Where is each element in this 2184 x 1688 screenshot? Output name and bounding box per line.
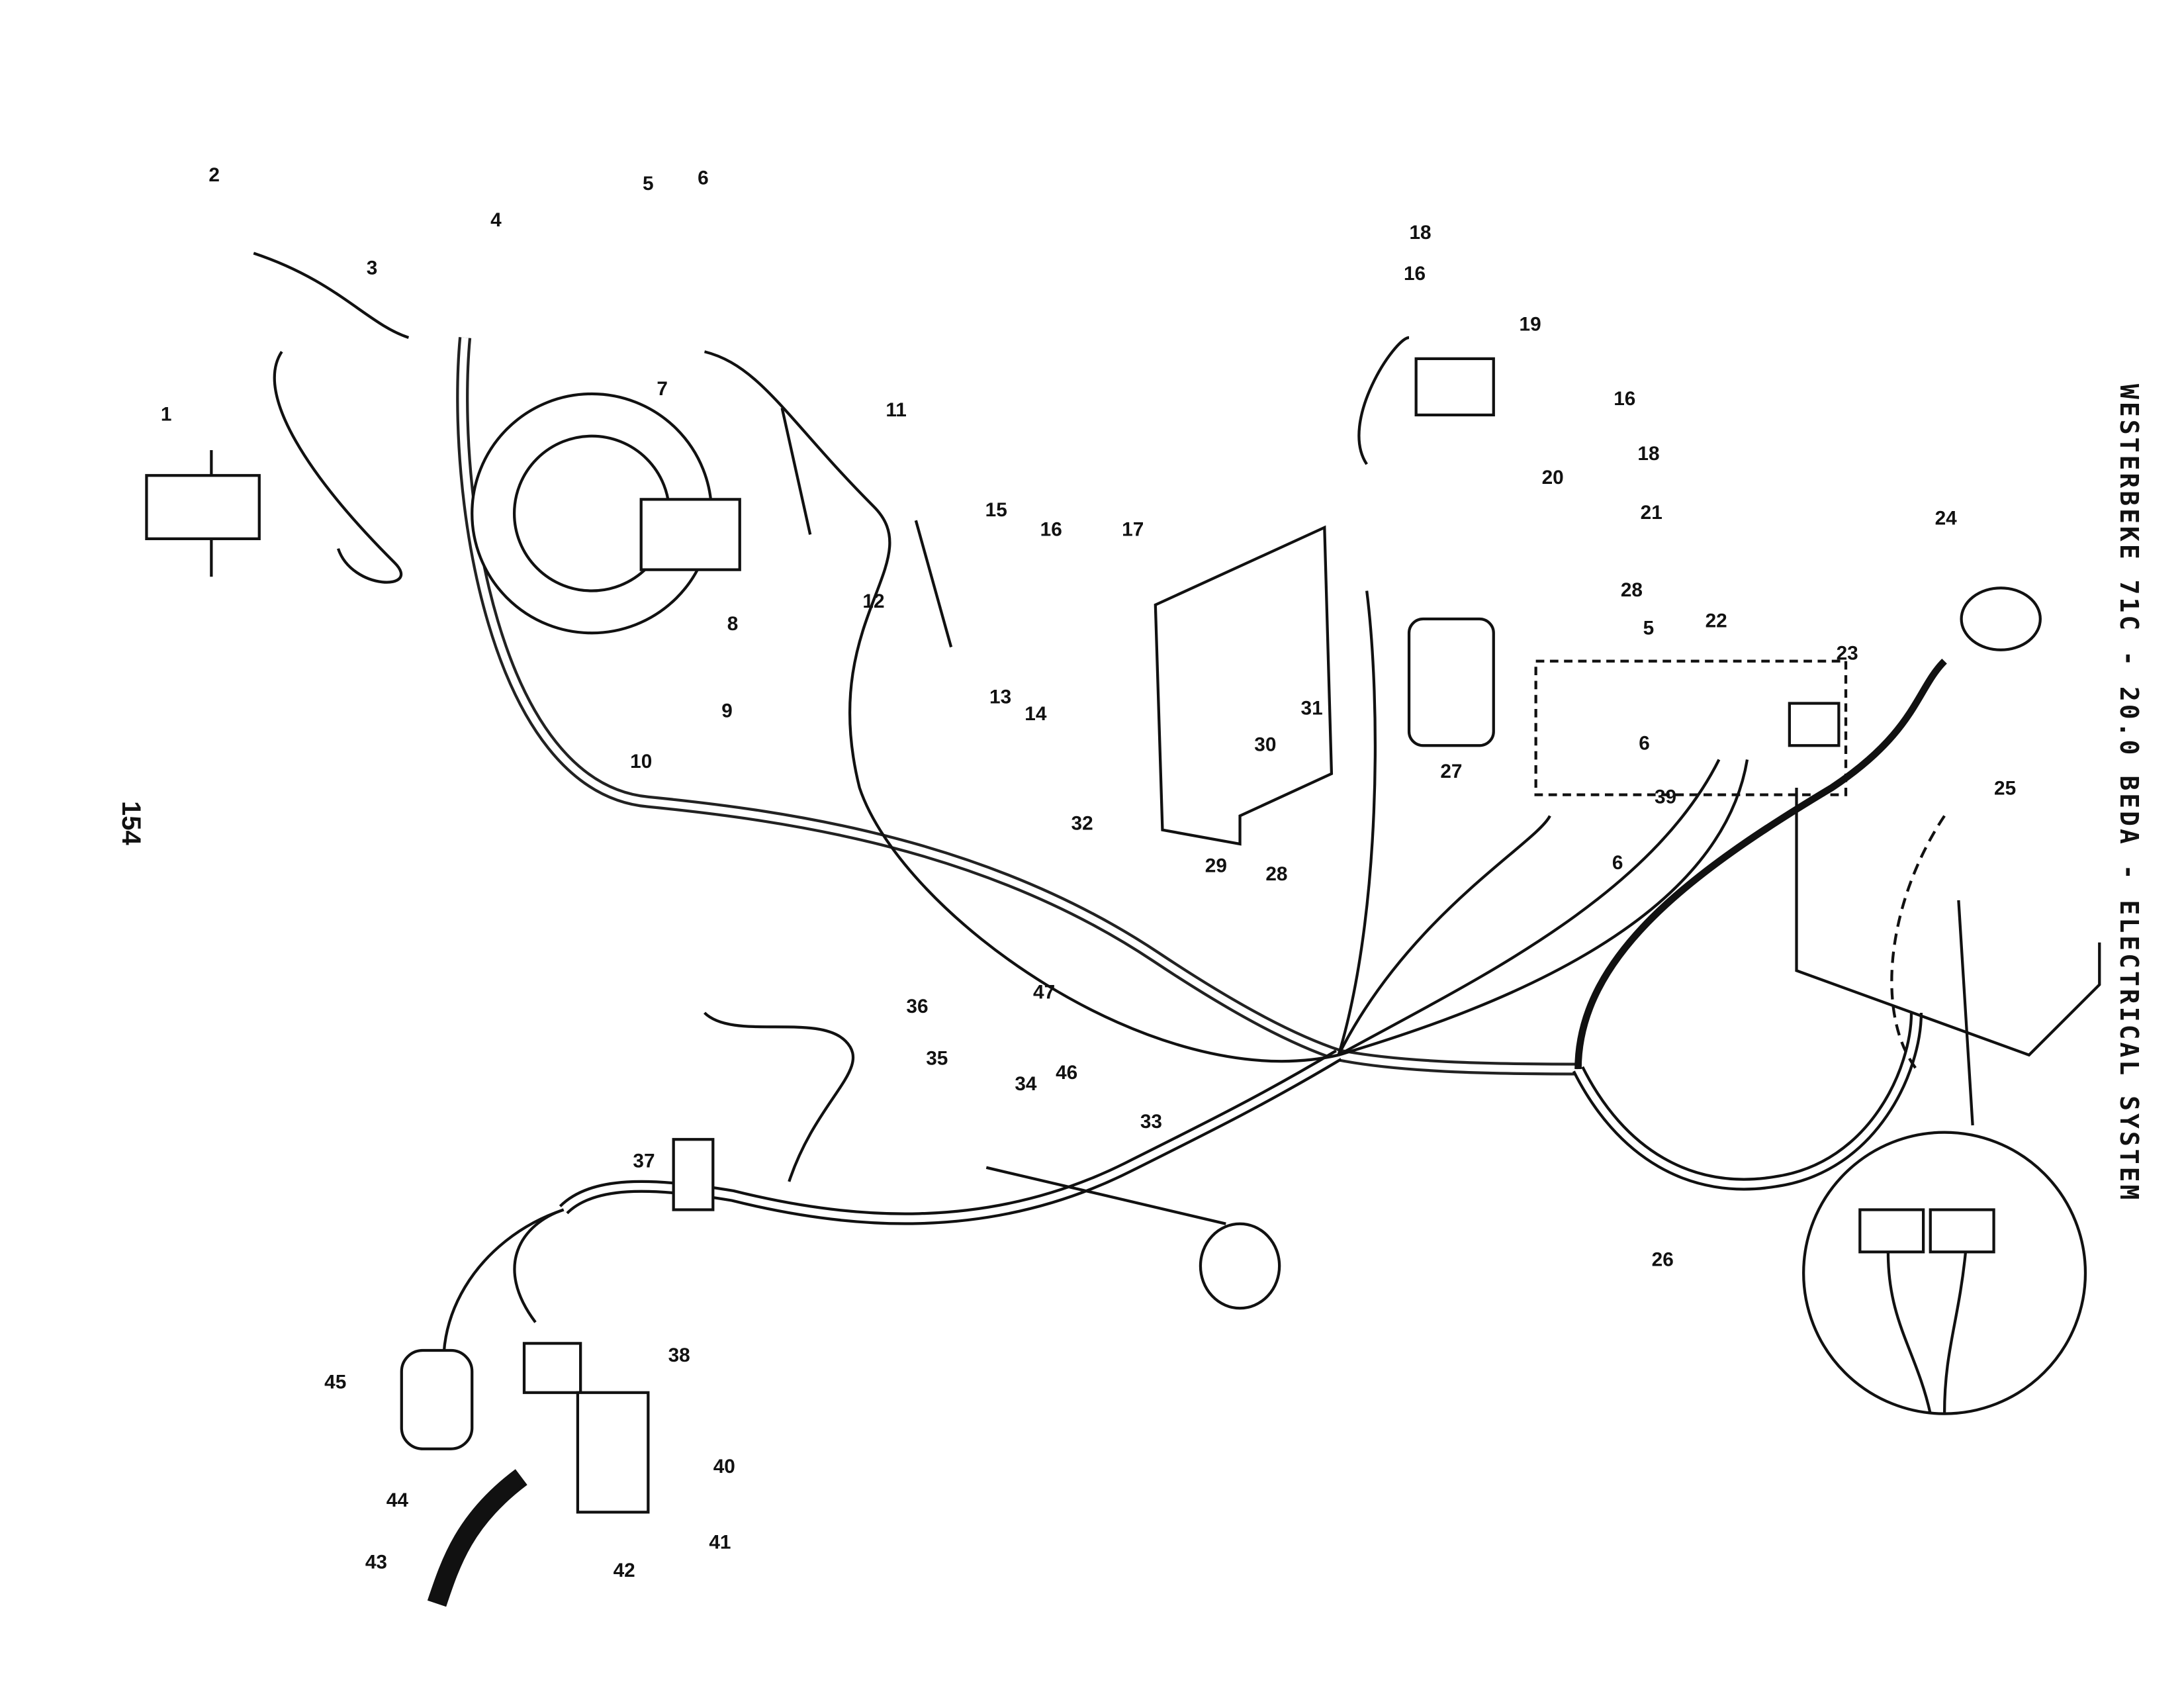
callout-34: 34 (1015, 1073, 1037, 1095)
harness-branch-24 (1574, 658, 1947, 1070)
part-1-sender (145, 474, 261, 540)
callout-5: 5 (1643, 617, 1655, 639)
callout-36: 36 (906, 996, 928, 1017)
callout-32: 32 (1071, 813, 1093, 835)
callout-3: 3 (367, 257, 378, 279)
callout-18: 18 (1409, 222, 1431, 244)
callout-28: 28 (1621, 579, 1643, 601)
callout-21: 21 (1641, 502, 1662, 524)
part-37-sender (672, 1138, 715, 1211)
callout-29: 29 (1205, 855, 1227, 877)
callout-42: 42 (614, 1560, 635, 1581)
callout-2: 2 (208, 164, 220, 186)
part-27-starter-solenoid (1407, 617, 1495, 747)
callout-16: 16 (1040, 519, 1062, 541)
callout-38: 38 (668, 1344, 690, 1366)
part-19-relay (1414, 357, 1495, 416)
callout-1: 1 (161, 403, 172, 425)
callout-37: 37 (633, 1150, 655, 1172)
callout-16: 16 (1614, 388, 1635, 410)
part-33-starter (1199, 1222, 1281, 1310)
callout-11: 11 (886, 399, 906, 421)
callout-31: 31 (1301, 698, 1323, 720)
callout-16: 16 (1404, 263, 1426, 285)
part-45-filter (400, 1348, 474, 1450)
document-title: WESTERBEKE 71C - 20.0 BEDA - ELECTRICAL … (2115, 384, 2144, 1203)
main-wire-harness-inner (459, 337, 1578, 1073)
callout-12: 12 (862, 590, 884, 612)
callout-6: 6 (1639, 733, 1650, 755)
callout-27: 27 (1440, 761, 1462, 782)
callout-30: 30 (1254, 734, 1276, 756)
callout-39: 39 (1655, 786, 1676, 808)
panel-box (1795, 788, 2101, 1057)
callout-5: 5 (643, 173, 654, 195)
callout-19: 19 (1520, 313, 1541, 335)
part-43-hose (427, 1469, 527, 1607)
callout-22: 22 (1706, 610, 1727, 632)
callout-8: 8 (727, 613, 739, 635)
callout-45: 45 (324, 1371, 346, 1393)
callout-7: 7 (657, 378, 668, 400)
part-32-mounting-plate (1154, 525, 1334, 846)
callout-33: 33 (1140, 1111, 1162, 1133)
part-11-glow-plug (780, 407, 812, 535)
callout-25: 25 (1994, 778, 2016, 800)
callout-10: 10 (630, 751, 652, 773)
callout-4: 4 (490, 209, 502, 231)
callout-41: 41 (709, 1532, 731, 1554)
callout-43: 43 (365, 1551, 387, 1573)
callout-6: 6 (698, 167, 709, 189)
part-24-connector (1960, 586, 2042, 651)
callout-40: 40 (713, 1456, 735, 1477)
page-number: 154 (116, 801, 146, 845)
callout-46: 46 (1056, 1062, 1077, 1084)
callout-35: 35 (926, 1048, 948, 1070)
part-38-switch (522, 1342, 582, 1394)
part-12-glow-plug (914, 520, 953, 648)
callout-15: 15 (985, 499, 1007, 521)
callout-18: 18 (1637, 443, 1659, 465)
callout-28: 28 (1265, 863, 1287, 885)
connector-detail-inset (1802, 1131, 2087, 1415)
callout-14: 14 (1024, 703, 1047, 725)
part-40-manifold (576, 1391, 650, 1514)
callout-20: 20 (1542, 467, 1564, 489)
callout-44: 44 (387, 1489, 409, 1511)
callout-26: 26 (1652, 1249, 1674, 1271)
callout-13: 13 (989, 686, 1011, 708)
callout-23: 23 (1837, 643, 1858, 665)
callout-6: 6 (1612, 852, 1623, 874)
callout-47: 47 (1033, 982, 1055, 1004)
callout-17: 17 (1122, 519, 1144, 541)
part-22-terminal-block (1534, 659, 1848, 796)
callout-24: 24 (1935, 508, 1958, 530)
callout-9: 9 (721, 700, 733, 722)
